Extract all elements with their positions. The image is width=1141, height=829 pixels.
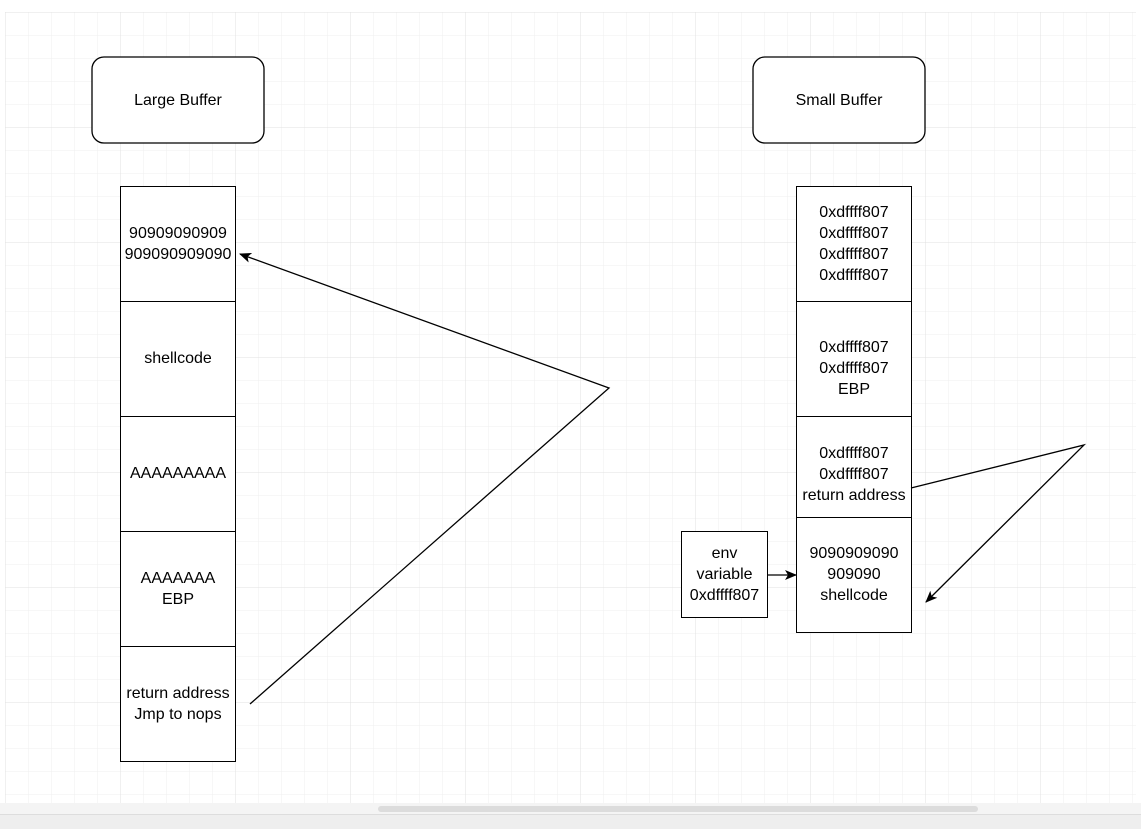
env-variable-box[interactable] [681,531,768,618]
small-cell-shellcode-label: 9090909090 909090 shellcode [809,545,899,604]
env-variable-label: env variable 0xdffff807 [689,545,760,604]
small-cell-return-address-label: 0xdffff807 0xdffff807 return address [802,445,906,504]
large-buffer-title-box[interactable] [91,56,265,144]
large-cell-nops[interactable] [120,186,236,302]
large-cell-return-address-label: return address Jmp to nops [126,684,230,723]
small-cell-addr-1-label: 0xdffff807 0xdffff807 0xdffff807 0xdffff… [819,203,889,284]
large-cell-ebp-label: AAAAAAA EBP [140,569,216,608]
small-buffer-title: Small Buffer [795,91,883,109]
large-cell-padding[interactable] [120,416,236,532]
small-buffer-title-box[interactable] [752,56,926,144]
large-cell-shellcode-label: shellcode [144,350,212,367]
large-buffer-title: Large Buffer [134,91,222,109]
large-cell-padding-label: AAAAAAAAA [129,465,227,482]
small-cell-shellcode[interactable] [796,517,912,633]
small-cell-addr-ebp-label: 0xdffff807 0xdffff807 EBP [819,339,889,398]
bottom-bar [0,814,1141,829]
large-cell-shellcode[interactable] [120,301,236,417]
small-return-jump-connector[interactable] [910,443,1087,603]
small-cell-addr-ebp[interactable] [796,301,912,417]
large-cell-return-address[interactable] [120,646,236,762]
horizontal-scrollbar-thumb[interactable] [378,806,978,812]
large-return-jump-connector[interactable] [239,253,611,705]
large-cell-nops-label: 90909090909 909090909090 [124,224,232,263]
small-cell-return-address[interactable] [796,416,912,518]
large-cell-ebp[interactable] [120,531,236,647]
